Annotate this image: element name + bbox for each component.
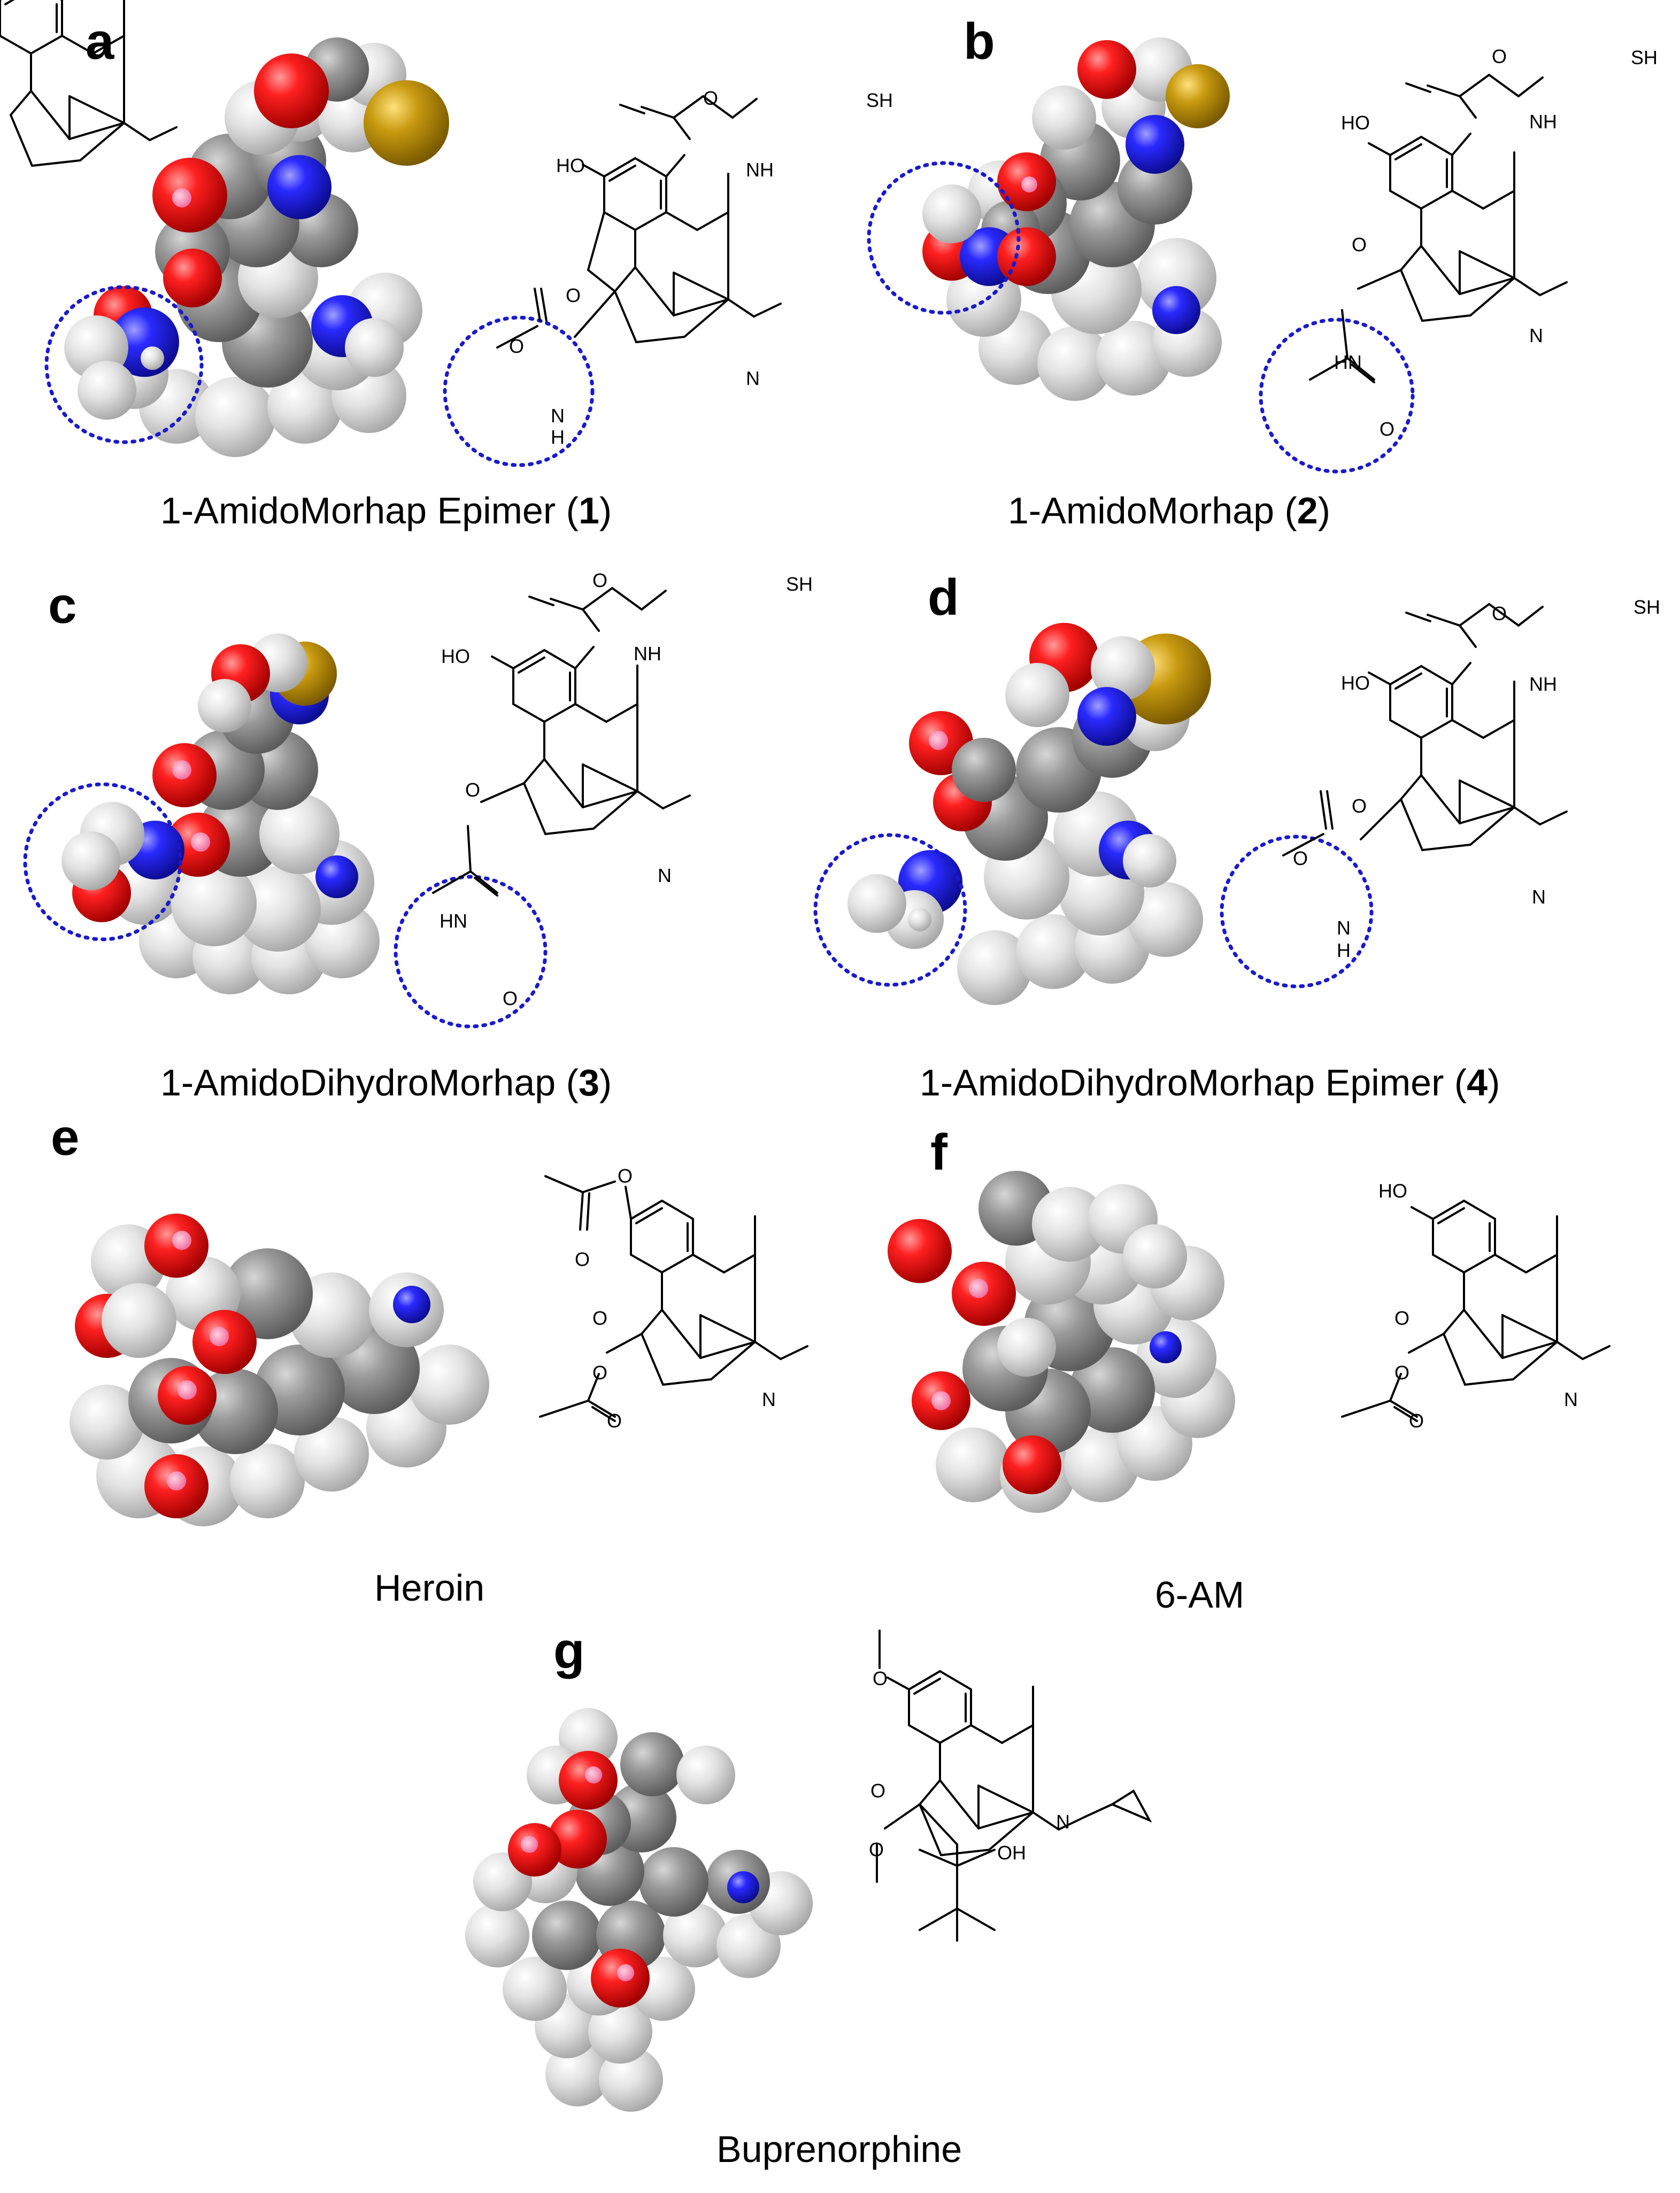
label-hn-amide: HN: [440, 910, 467, 932]
highlight-circle-b-structure: [1259, 318, 1415, 474]
label-o-amide: O: [1293, 847, 1308, 869]
label-o-ring: O: [1352, 234, 1367, 256]
space-filling-model-1: [64, 37, 449, 457]
label-o-ring: O: [1394, 1307, 1409, 1329]
label-h-amide: H: [1337, 939, 1351, 961]
caption-compound-1: 1-AmidoMorhap Epimer (1): [160, 490, 612, 531]
labels-heroin: O O O O O N: [575, 1165, 776, 1432]
label-ho: HO: [1341, 672, 1370, 694]
label-ho: HO: [441, 645, 470, 667]
label-o-carbonyl: O: [1492, 603, 1507, 624]
label-o-carbonyl-top: O: [575, 1248, 590, 1270]
label-nh: NH: [1529, 111, 1557, 133]
caption-compound-2: 1-AmidoMorhap (2): [1008, 490, 1331, 531]
structure-compound-4: [1282, 603, 1568, 856]
label-ho: HO: [556, 155, 585, 176]
panel-letter-a: a: [86, 13, 114, 70]
structure-6am: [1341, 1200, 1610, 1422]
label-ho: HO: [1378, 1180, 1407, 1202]
structure-compound-2: [1309, 74, 1568, 383]
label-o-ring: O: [465, 779, 480, 801]
panel-letter-g: g: [553, 1622, 585, 1679]
labels-compound-4: HO NH O SH O O N H N: [1293, 596, 1660, 961]
highlight-circle-a-model: [44, 285, 204, 444]
label-o-ring: O: [1352, 795, 1367, 817]
structure-compound-1: [496, 95, 782, 349]
label-o-amide: O: [509, 335, 524, 357]
highlight-circle-c-model: [23, 782, 182, 941]
caption-6am: 6-AM: [1155, 1574, 1245, 1616]
caption-heroin: Heroin: [374, 1567, 485, 1609]
space-filling-model-heroin: [70, 1214, 489, 1526]
highlight-circle-a-structure: [443, 315, 595, 467]
space-filling-model-2: [922, 37, 1230, 401]
label-nh: NH: [746, 159, 774, 181]
caption-buprenorphine: Buprenorphine: [716, 2128, 962, 2170]
labels-compound-2: HO NH O SH O HN O N: [1334, 45, 1658, 440]
labels-compound-1: HO NH O SH O O N H N: [509, 87, 893, 448]
caption-compound-4: 1-AmidoDihydroMorhap Epimer (4): [920, 1062, 1500, 1103]
highlight-circles: [23, 161, 1415, 1029]
label-h-amide: H: [551, 426, 565, 448]
label-sh: SH: [786, 573, 813, 595]
label-o-ring: O: [870, 1780, 885, 1802]
labels-buprenorphine: O O O OH N: [869, 1667, 1070, 1864]
label-sh: SH: [1633, 596, 1660, 618]
label-ho: HO: [1341, 112, 1370, 134]
labels-compound-3: HO NH O SH O HN O N: [440, 569, 813, 1009]
label-n-ring: N: [1532, 886, 1546, 908]
structure-heroin: [539, 1175, 808, 1422]
label-o-ester-bottom: O: [592, 1362, 607, 1384]
highlight-circle-b-model: [867, 161, 1021, 315]
label-o-ester-top: O: [618, 1165, 633, 1187]
label-n-ring: N: [762, 1388, 776, 1410]
space-filling-model-4: [847, 623, 1211, 1005]
label-o-methoxy-top: O: [873, 1667, 888, 1689]
label-n-ring: N: [658, 864, 672, 886]
space-filling-model-buprenorphine: [465, 1708, 813, 2112]
label-n-amide: N: [551, 405, 565, 427]
highlight-circle-d-model: [813, 833, 967, 987]
panel-letter-f: f: [930, 1124, 947, 1181]
label-o-carbonyl: O: [1492, 45, 1507, 67]
label-o-amide: O: [503, 987, 518, 1009]
label-n-ring: N: [1056, 1811, 1070, 1833]
label-n-amide: N: [1337, 917, 1351, 939]
label-nh: NH: [634, 643, 661, 665]
structure-buprenorphine: [876, 1630, 1152, 1942]
label-n-ring: N: [1529, 325, 1543, 346]
label-n-ring: N: [746, 367, 760, 389]
label-sh: SH: [1631, 47, 1658, 68]
label-nh: NH: [1529, 673, 1557, 695]
space-filling-model-6am: [888, 1171, 1235, 1513]
label-o-ring: O: [592, 1307, 607, 1329]
label-o-carbonyl: O: [592, 569, 607, 591]
structure-compound-3: [432, 587, 691, 897]
labels-6am: HO O O O N: [1378, 1180, 1578, 1432]
label-o-carbonyl: O: [1409, 1410, 1424, 1432]
panel-letter-b: b: [964, 13, 995, 70]
space-filling-model-3: [61, 634, 380, 994]
label-o-amide: O: [1380, 418, 1394, 440]
panel-letter-d: d: [928, 569, 959, 626]
panel-letter-e: e: [51, 1109, 80, 1166]
caption-compound-3: 1-AmidoDihydroMorhap (3): [160, 1062, 612, 1103]
label-sh: SH: [866, 89, 893, 111]
label-n-ring: N: [1564, 1388, 1578, 1410]
label-o-carbonyl: O: [703, 87, 718, 109]
label-o-ester: O: [1394, 1362, 1409, 1384]
label-hn-amide: HN: [1334, 351, 1362, 373]
label-o-ring: O: [566, 284, 581, 306]
highlight-circle-d-structure: [1220, 835, 1374, 989]
morphinan-core: [0, 0, 178, 167]
label-o-methoxy: O: [869, 1839, 884, 1860]
label-oh: OH: [997, 1842, 1026, 1864]
label-o-carbonyl-bottom: O: [607, 1410, 622, 1432]
panel-letter-c: c: [48, 577, 77, 634]
highlight-circle-c-structure: [394, 875, 548, 1029]
